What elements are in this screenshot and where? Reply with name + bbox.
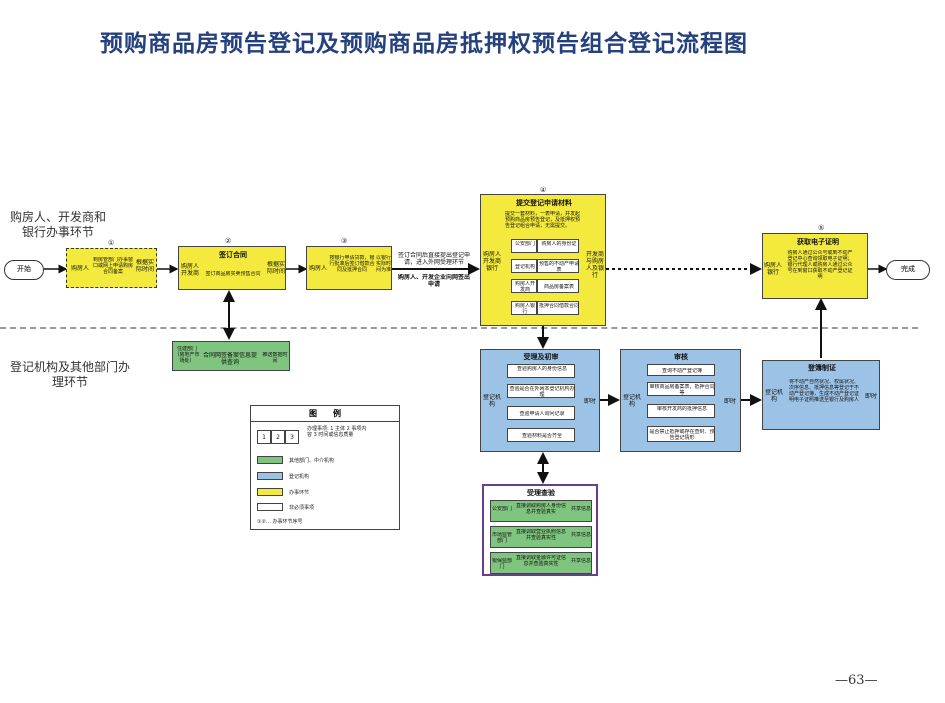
legend-title: 图 例 bbox=[251, 408, 399, 422]
step4-cell-3: 登记机构 bbox=[511, 259, 537, 273]
step4-box: 提交登记申请材料 提交一套材料，一表申请，并发起预购商品房预告登记，及抵押权预告… bbox=[480, 194, 606, 326]
accept-time: 即时 bbox=[583, 398, 596, 405]
step5-heading: 获取电子证明 bbox=[797, 238, 839, 246]
page-number: —63— bbox=[835, 673, 878, 688]
issue-actor: 登记机构 bbox=[764, 389, 783, 403]
step2-task: 签订商品房买卖预售合同 bbox=[205, 271, 261, 277]
step3-task: 按银行申请贷款，银行批准后签订借款合同及抵押合同 bbox=[329, 255, 375, 273]
step3-number: ③ bbox=[341, 237, 348, 245]
issue-box: 登簿制证 登记机构 即时 将不动产自然状况、权属状况、次序信息、抵押信息等登记于… bbox=[762, 360, 880, 430]
accept-item-2: 查验是否在外网本登记机构办理 bbox=[507, 384, 575, 398]
review-item-2: 审核商品房备案表，抵押合同等 bbox=[647, 382, 715, 396]
share-box: 受理查验 公安部门 直接调取购房人身份信息并查验真实 共享信息 市场监管部门 直… bbox=[482, 484, 598, 576]
lane-label-applicants: 购房人、开发商和银行办事环节 bbox=[9, 210, 106, 239]
step4-heading: 提交登记申请材料 bbox=[516, 199, 572, 207]
step4-cell-1: 公安部门 bbox=[511, 239, 537, 253]
step4-actor: 购房人开发商银行 bbox=[482, 251, 501, 272]
share-row-2: 市场监管部门 直接调取营业执照信息并查验真实性 共享信息 bbox=[490, 526, 592, 548]
step3-time: 以银行实际时间为准 bbox=[376, 255, 391, 273]
step2-heading: 签订合同 bbox=[219, 251, 247, 259]
legend-cell-2: 2 bbox=[271, 430, 285, 444]
step5-task: 购房人通过公众号或到不动产登记中心查询领取电子证明；银行代理人或购房人通过公众号… bbox=[787, 250, 853, 280]
legend-label-yellow: 办事环节 bbox=[289, 490, 310, 496]
step4-cell-4: 预售的不动产申请表 bbox=[537, 259, 579, 273]
accept-item-4: 查验材料是否齐全 bbox=[507, 428, 575, 442]
step3-note2: 购房人、开发企业向网签出申请 bbox=[398, 274, 470, 288]
share-row-3: 银保监部门 直接调取金融许可证信息并查验真实性 共享信息 bbox=[490, 552, 592, 574]
issue-task: 将不动产自然状况、权属状况、次序信息、抵押信息等登记于不动产登记簿，生成不动产登… bbox=[788, 379, 859, 403]
step3-box: 购房人 按银行申请贷款，银行批准后签订借款合同及抵押合同 以银行实际时间为准 bbox=[306, 246, 392, 290]
other-dept-actor: 住建部门（房地产市场处） bbox=[174, 346, 200, 364]
legend-swatch-blue bbox=[257, 472, 283, 480]
step1-time: 根据实际时间 bbox=[135, 259, 154, 273]
legend-label-green: 其他部门、中介机构 bbox=[289, 458, 335, 464]
step2-actor: 购房人开发商 bbox=[180, 263, 199, 277]
start-terminal: 开始 bbox=[4, 260, 44, 280]
accept-heading: 受理及初审 bbox=[523, 353, 559, 361]
review-box: 审核 登记机构 即时 查询不动产登记簿 审核商品房备案表，抵押合同等 审核开发商… bbox=[620, 349, 741, 452]
review-item-1: 查询不动产登记簿 bbox=[647, 364, 715, 376]
step5-box: 购房人银行 获取电子证明 购房人通过公众号或到不动产登记中心查询领取电子证明；银… bbox=[762, 233, 868, 299]
step4-desc: 提交一套材料，一表申请，并发起预购商品房预告登记，及抵押权预告登记组合申请，无需… bbox=[505, 211, 581, 229]
legend-swatch-green bbox=[257, 456, 283, 464]
issue-time: 即时 bbox=[864, 393, 877, 400]
review-heading: 审核 bbox=[674, 353, 688, 361]
other-dept-box: 住建部门（房地产市场处） 合同网签备案信息提供查询 推送数据时间 bbox=[172, 341, 290, 371]
legend-cell-3: 3 bbox=[285, 430, 299, 444]
issue-heading: 登簿制证 bbox=[808, 364, 836, 372]
step1-task: 到房管部门办事窗口或网上申请购房合同备案 bbox=[93, 257, 133, 275]
accept-item-1: 查验购房人的身份信息 bbox=[507, 364, 575, 378]
step5-actor: 购房人银行 bbox=[764, 262, 782, 276]
legend-swatch-dashed bbox=[257, 503, 283, 511]
step2-time: 根据实际时间 bbox=[267, 261, 285, 275]
step4-cell-7: 购房人银行 bbox=[511, 301, 537, 315]
accept-actor: 登记机构 bbox=[482, 394, 501, 408]
step4-party: 开发商与购房人及银行 bbox=[585, 251, 604, 279]
legend-order: ①②… 办事环节序号 bbox=[257, 519, 303, 525]
step5-number: ⑤ bbox=[818, 224, 825, 232]
page-title: 预购商品房预告登记及预购商品房抵押权预告组合登记流程图 bbox=[100, 30, 748, 57]
legend: 图 例 1 2 3 办理事项: 1 主体 2 事项内容 3 时间或信息质量 其他… bbox=[250, 405, 400, 530]
step3-actor: 购房人 bbox=[308, 265, 327, 272]
lane-label-agencies: 登记机构及其他部门办理环节 bbox=[10, 360, 131, 389]
legend-swatch-yellow bbox=[257, 488, 283, 496]
step4-cell-8: 抵押合同借款合同 bbox=[537, 301, 579, 315]
legend-cell-1: 1 bbox=[257, 430, 271, 444]
review-actor: 登记机构 bbox=[622, 394, 641, 408]
step1-actor: 购房人 bbox=[70, 265, 89, 272]
share-row-1: 公安部门 直接调取购房人身份信息并查验真实 共享信息 bbox=[490, 500, 592, 522]
review-item-4: 是否禁止抵押或存在查封、预告登记情形 bbox=[647, 426, 715, 442]
step2-number: ② bbox=[225, 237, 232, 245]
other-dept-time: 推送数据时间 bbox=[262, 352, 288, 364]
step4-cell-2: 购房人的身份证 bbox=[537, 239, 579, 253]
review-time: 即时 bbox=[723, 398, 736, 405]
step3-note: 签订合同后直接提出登记申请，进入外网受理环节 bbox=[397, 252, 470, 266]
legend-label-blue: 登记机构 bbox=[289, 474, 310, 480]
end-terminal: 完成 bbox=[886, 260, 930, 280]
step4-cell-5: 购房人开发商 bbox=[511, 279, 537, 293]
other-dept-task: 合同网签备案信息提供查询 bbox=[203, 352, 257, 366]
legend-label-dashed: 非必须事项 bbox=[289, 505, 315, 511]
lane-separator bbox=[0, 327, 918, 329]
step1-number: ① bbox=[108, 239, 115, 247]
accept-box: 受理及初审 登记机构 即时 查验购房人的身份信息 查验是否在外网本登记机构办理 … bbox=[480, 349, 600, 452]
share-heading: 受理查验 bbox=[527, 489, 555, 497]
step4-cell-6: 商品房备案表 bbox=[537, 279, 579, 293]
accept-item-3: 查验申请人询问记录 bbox=[507, 406, 575, 420]
review-item-3: 审核开发商的抵押信息 bbox=[647, 404, 715, 418]
step1-box: 购房人 到房管部门办事窗口或网上申请购房合同备案 根据实际时间 bbox=[66, 248, 157, 288]
legend-cell-desc: 办理事项: 1 主体 2 事项内容 3 时间或信息质量 bbox=[307, 426, 367, 438]
step4-number: ④ bbox=[540, 186, 547, 194]
step2-box: 购房人开发商 签订合同 签订商品房买卖预售合同 根据实际时间 bbox=[178, 246, 286, 290]
